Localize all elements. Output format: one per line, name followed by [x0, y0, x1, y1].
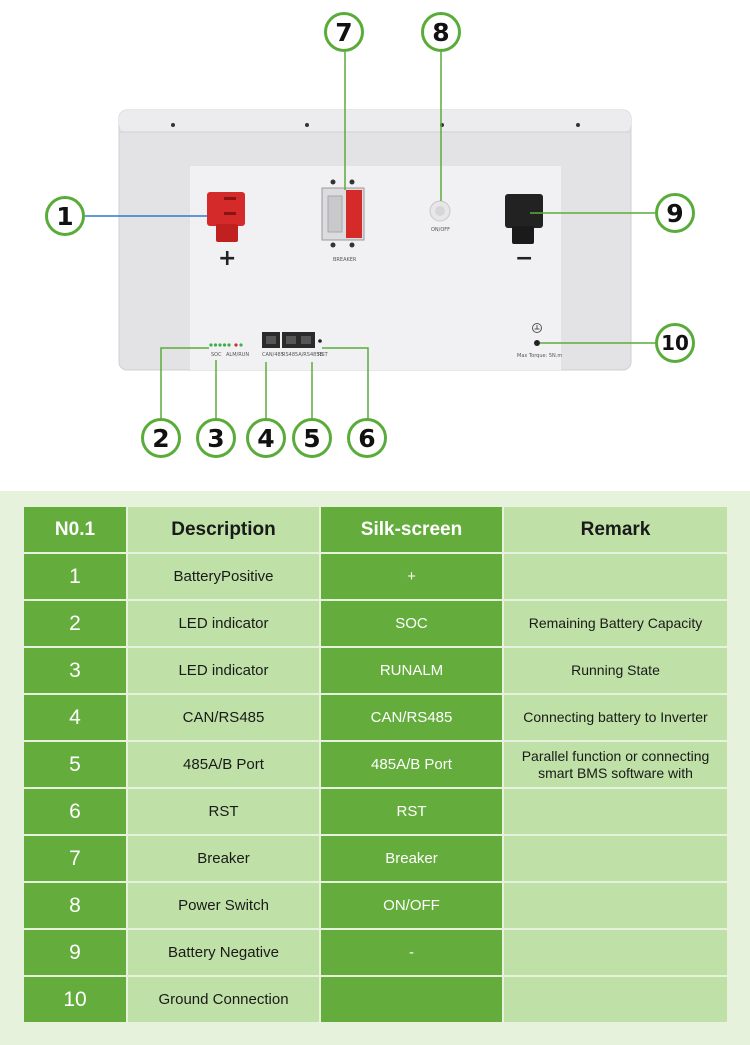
table-header-row: N0.1 Description Silk-screen Remark: [22, 505, 729, 554]
cell-description: LED indicator: [126, 599, 321, 648]
callout-1: 1: [45, 196, 85, 236]
callout-3: 3: [196, 418, 236, 458]
callout-9: 9: [655, 193, 695, 233]
cell-no: 4: [22, 693, 128, 742]
cell-silk-screen: RUNALM: [319, 646, 504, 695]
cell-remark: [502, 975, 729, 1024]
torque-label: Max Torque: 5N.m: [517, 353, 563, 359]
cell-silk-screen: CAN/RS485: [319, 693, 504, 742]
cell-silk-screen: RST: [319, 787, 504, 836]
cell-silk-screen: [319, 975, 504, 1024]
cell-remark: [502, 834, 729, 883]
run-alm-led-indicators: [234, 343, 243, 347]
cell-remark: [502, 881, 729, 930]
cell-no: 8: [22, 881, 128, 930]
cell-remark: [502, 787, 729, 836]
cell-description: Ground Connection: [126, 975, 321, 1024]
negative-terminal: [505, 194, 543, 244]
cell-silk-screen: 485A/B Port: [319, 740, 504, 789]
header-silk-screen: Silk-screen: [319, 505, 504, 554]
cell-remark: Connecting battery to Inverter: [502, 693, 729, 742]
positive-sign-label: +: [218, 246, 237, 271]
soc-label: SOC: [211, 352, 222, 358]
cell-no: 9: [22, 928, 128, 977]
cell-no: 2: [22, 599, 128, 648]
can485-label: CAN/485: [262, 352, 284, 358]
callout-2: 2: [141, 418, 181, 458]
breaker: [321, 179, 365, 248]
cell-silk-screen: SOC: [319, 599, 504, 648]
cell-silk-screen: -: [319, 928, 504, 977]
callout-10: 10: [655, 323, 695, 363]
header-remark: Remark: [502, 505, 729, 554]
cell-description: CAN/RS485: [126, 693, 321, 742]
cell-description: Breaker: [126, 834, 321, 883]
positive-terminal: [207, 192, 245, 242]
panel-illustration: [85, 52, 655, 422]
rs485-ab-ports: [282, 332, 315, 348]
cell-no: 5: [22, 740, 128, 789]
rst-label: RST: [318, 352, 328, 358]
battery-front-panel-diagram: + − BREAKER ON/OFF SOC ALM/RUN CAN/485 R…: [0, 0, 750, 490]
rs485-label: RS485A/RS485B: [282, 352, 323, 358]
cell-silk-screen: ON/OFF: [319, 881, 504, 930]
housing-top-rim: [119, 110, 631, 132]
screw-hole: [171, 123, 175, 127]
cell-silk-screen: +: [319, 552, 504, 601]
ground-terminal: [532, 323, 542, 346]
cell-remark: [502, 928, 729, 977]
callout-5: 5: [292, 418, 332, 458]
cell-description: 485A/B Port: [126, 740, 321, 789]
can-rs485-port: [262, 332, 280, 348]
cell-silk-screen: Breaker: [319, 834, 504, 883]
cell-remark: Running State: [502, 646, 729, 695]
alm-run-label: ALM/RUN: [226, 352, 250, 358]
cell-description: Battery Negative: [126, 928, 321, 977]
cell-description: BatteryPositive: [126, 552, 321, 601]
cell-remark: [502, 552, 729, 601]
cell-description: Power Switch: [126, 881, 321, 930]
cell-description: RST: [126, 787, 321, 836]
breaker-label: BREAKER: [333, 257, 357, 263]
leader-line-2: [160, 347, 209, 422]
screw-hole: [576, 123, 580, 127]
header-no: N0.1: [22, 505, 128, 554]
cell-description: LED indicator: [126, 646, 321, 695]
onoff-label: ON/OFF: [431, 227, 451, 233]
cell-remark: Parallel function or connecting smart BM…: [502, 740, 729, 789]
callout-4: 4: [246, 418, 286, 458]
leader-line-6: [322, 347, 369, 422]
cell-no: 3: [22, 646, 128, 695]
callout-7: 7: [324, 12, 364, 52]
screw-hole: [305, 123, 309, 127]
header-description: Description: [126, 505, 321, 554]
cell-no: 10: [22, 975, 128, 1024]
soc-led-indicators: [209, 343, 231, 347]
negative-sign-label: −: [515, 246, 534, 271]
power-switch: [429, 200, 451, 222]
cell-no: 7: [22, 834, 128, 883]
cell-remark: Remaining Battery Capacity: [502, 599, 729, 648]
rst-button: [318, 339, 322, 343]
callout-8: 8: [421, 12, 461, 52]
callout-6: 6: [347, 418, 387, 458]
cell-no: 6: [22, 787, 128, 836]
inner-panel: [190, 166, 561, 370]
cell-no: 1: [22, 552, 128, 601]
